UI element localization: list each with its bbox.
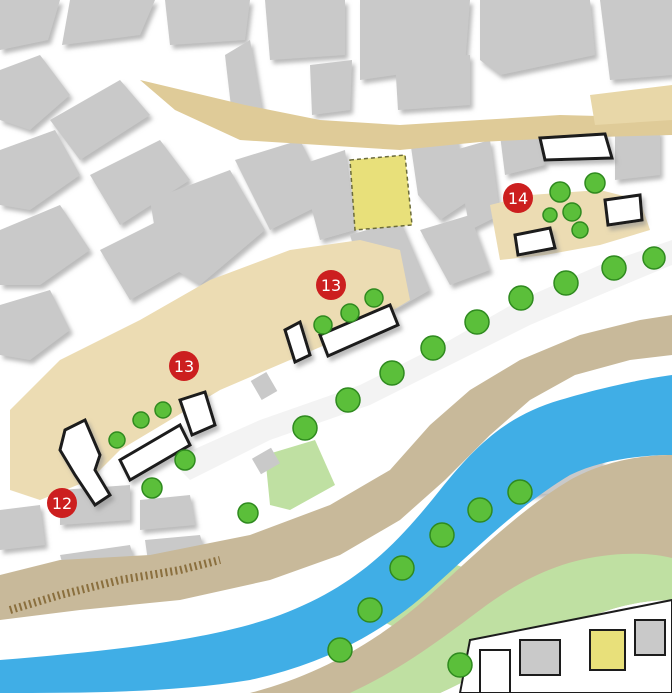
block [0,290,70,360]
tree [379,360,405,386]
river-bank-south [250,455,672,693]
building [178,390,217,438]
tree [467,497,493,523]
tree [553,270,579,296]
tree [327,637,353,663]
marker-circle [47,488,77,518]
tree [357,597,383,623]
river-bank-north [0,315,672,620]
building [603,193,644,227]
lawn [265,440,335,510]
block [90,140,190,225]
building [283,319,312,365]
marker-circle [316,270,346,300]
building [519,639,561,676]
building [118,422,192,483]
tree [364,288,384,308]
block [455,140,500,230]
trees [108,172,666,678]
tree [562,202,582,222]
block [0,55,70,130]
tree [642,246,666,270]
marker-label: 14 [508,189,528,208]
tree [335,387,361,413]
building [318,303,400,359]
tree [420,335,446,361]
tree [141,477,163,499]
tree [464,309,490,335]
block [300,150,355,240]
tree [389,555,415,581]
kiosk [250,371,278,401]
tree [508,285,534,311]
street [140,80,672,150]
building [589,629,626,671]
block [310,60,352,115]
block [50,80,150,160]
building [58,417,113,508]
tree [571,221,589,239]
block [420,215,490,285]
block [480,0,595,75]
lawn [350,553,672,693]
marker-label: 12 [52,494,72,513]
tree [292,415,318,441]
tree [447,652,473,678]
tree [132,411,150,429]
tree [601,255,627,281]
tree [313,315,333,335]
proposed-buildings [58,132,644,508]
tree [237,502,259,524]
bottom-right-buildings [458,598,672,693]
tree [108,431,126,449]
block [395,55,470,110]
marker-12[interactable]: 12 [47,488,77,518]
tree [584,172,606,194]
block [0,0,60,50]
marker-circle [169,351,199,381]
tree [429,522,455,548]
block [150,170,265,285]
tree [174,449,196,471]
block [265,0,345,60]
block [410,130,470,220]
building [513,226,557,257]
marker-13a[interactable]: 13 [169,351,199,381]
marker-14[interactable]: 14 [503,183,533,213]
tree [154,401,172,419]
block [140,495,195,530]
marker-label: 13 [321,276,341,295]
block [600,0,672,80]
tree [549,181,571,203]
block [0,130,80,210]
tree [340,303,360,323]
block [615,130,660,180]
tree [507,479,533,505]
block [225,40,262,115]
yellow-court [349,154,413,231]
building [479,649,511,693]
river [0,375,672,693]
block [62,0,155,45]
kiosk [251,447,281,475]
block [235,140,330,230]
city-blocks [0,0,672,610]
plaza [590,85,672,125]
marker-label: 13 [174,357,194,376]
marker-circle [503,183,533,213]
block [165,0,250,45]
building [538,132,614,162]
tree [542,207,558,223]
building [634,619,666,656]
block [0,505,45,550]
marker-13b[interactable]: 13 [316,270,346,300]
block [0,205,90,285]
